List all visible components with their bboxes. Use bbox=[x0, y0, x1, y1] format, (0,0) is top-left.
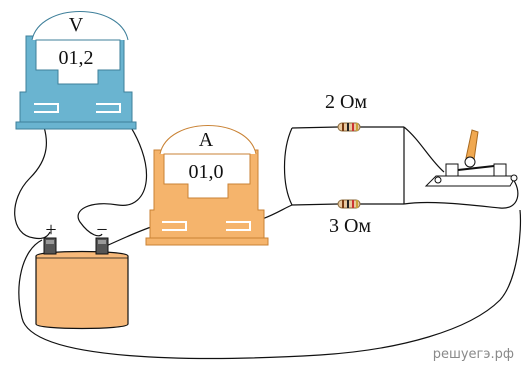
wire-switch-return bbox=[403, 177, 519, 209]
switch-base bbox=[424, 175, 517, 187]
resistor-top bbox=[337, 122, 361, 132]
switch bbox=[424, 129, 518, 187]
voltmeter-dial-dome bbox=[31, 11, 129, 41]
switch-hinge bbox=[464, 156, 476, 168]
voltmeter-terminal-right bbox=[96, 103, 121, 113]
voltmeter-symbol: V bbox=[69, 14, 84, 36]
voltmeter: V 01,2 bbox=[15, 11, 137, 130]
battery: + − bbox=[35, 219, 129, 330]
battery-minus-sign: − bbox=[96, 219, 107, 241]
resistor-top-label: 2 Ом bbox=[325, 91, 367, 113]
wires bbox=[14, 111, 522, 359]
watermark: решуегэ.рф bbox=[433, 347, 514, 362]
resistor-bottom bbox=[337, 199, 361, 209]
ammeter-base bbox=[145, 237, 269, 246]
ammeter-dial-dome bbox=[159, 125, 257, 155]
voltmeter-base bbox=[15, 121, 137, 130]
voltmeter-terminal-left bbox=[34, 103, 59, 113]
resistor-bottom-label: 3 Ом bbox=[329, 215, 371, 237]
switch-blade bbox=[457, 165, 495, 171]
wire-battery-return-loop bbox=[18, 209, 522, 359]
switch-screw-left bbox=[434, 176, 442, 184]
ammeter-terminal-left bbox=[162, 221, 187, 231]
voltmeter-display bbox=[35, 39, 121, 85]
battery-terminal-plus bbox=[43, 237, 57, 255]
switch-lever bbox=[465, 129, 479, 161]
switch-right-post bbox=[493, 163, 507, 177]
wire-junction-left bbox=[283, 127, 293, 206]
wire-bottom-branch-left bbox=[291, 203, 339, 206]
voltmeter-reading: 01,2 bbox=[59, 47, 94, 69]
switch-screw-right bbox=[510, 174, 518, 182]
switch-left-post bbox=[445, 163, 459, 177]
ammeter-display bbox=[163, 153, 251, 199]
ammeter: A 01,0 bbox=[145, 125, 269, 246]
ammeter-symbol: A bbox=[199, 129, 214, 151]
wire-top-branch-left bbox=[291, 126, 339, 129]
wire-junction-to-switch bbox=[403, 126, 445, 173]
ammeter-terminal-right bbox=[226, 221, 251, 231]
wire-voltmeter-to-battery-minus bbox=[77, 113, 147, 237]
battery-plus-sign: + bbox=[45, 219, 56, 241]
ammeter-reading: 01,0 bbox=[189, 161, 224, 183]
battery-terminal-minus bbox=[95, 237, 109, 255]
battery-body bbox=[35, 250, 129, 330]
